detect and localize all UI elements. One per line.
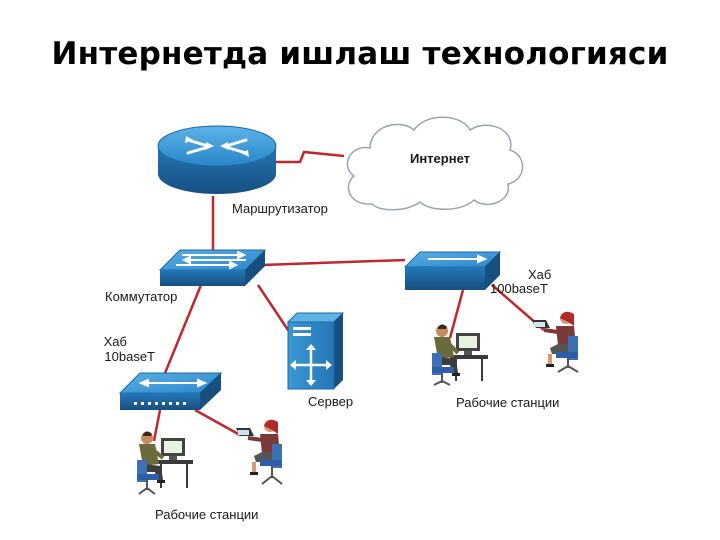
hub-left-label-1: Хаб xyxy=(104,334,127,349)
link-switch-server xyxy=(256,284,294,337)
router-icon xyxy=(157,125,277,194)
link-hub-right-ws1 xyxy=(448,289,465,339)
switch-icon xyxy=(158,249,267,286)
link-hub-left-ws1 xyxy=(152,409,162,442)
switch-label: Коммутатор xyxy=(105,289,177,304)
router-label: Маршрутизатор xyxy=(232,201,328,216)
internet-label: Интернет xyxy=(410,151,470,166)
workstation-woman-icon xyxy=(532,311,579,373)
link-switch-hub-left xyxy=(161,284,203,379)
workstation-man-left-icon xyxy=(137,431,193,495)
server-label: Сервер xyxy=(308,394,353,409)
link-switch-hub-right xyxy=(261,258,406,267)
internet-cloud: Интернет xyxy=(346,116,524,211)
hub-left-label-2: 10baseT xyxy=(104,349,155,364)
hub-right-label-2: 100baseT xyxy=(490,281,548,296)
hub-left-icon xyxy=(118,372,223,410)
page-title: Интернетда ишлаш технологияси xyxy=(51,36,669,72)
link-hub-left-ws2 xyxy=(194,408,241,437)
workstations-right-label: Рабочие станции xyxy=(456,395,559,410)
link-router-internet xyxy=(276,150,345,164)
workstations-left-label: Рабочие станции xyxy=(155,507,258,522)
hub-right-label-1: Хаб xyxy=(528,267,551,282)
workstation-woman-left-icon xyxy=(236,419,283,485)
server-icon xyxy=(286,312,345,390)
hub-right-icon xyxy=(403,251,502,290)
workstation-man-icon xyxy=(432,324,488,386)
